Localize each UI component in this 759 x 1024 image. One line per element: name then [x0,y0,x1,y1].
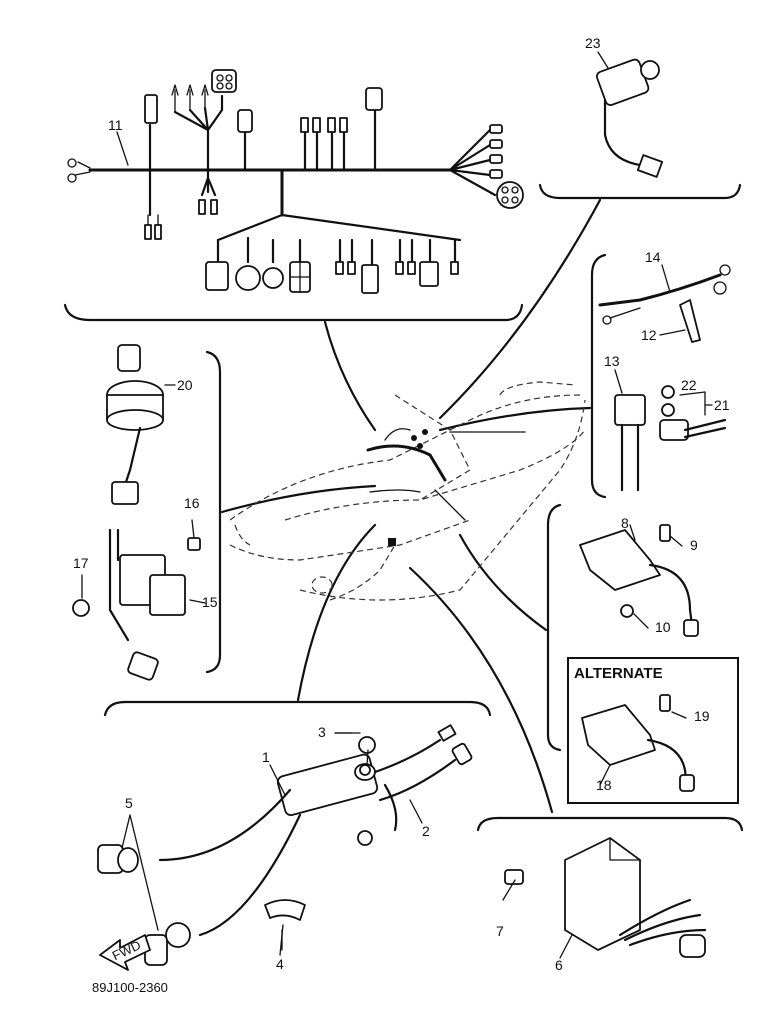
leader-lines [269,524,687,959]
callout-21: 21 [714,397,730,413]
callout-12: 12 [641,327,657,343]
callout-16: 16 [184,495,200,511]
main-switch [106,344,176,505]
callout-14: 14 [645,249,661,265]
lead-wire-and-clip [598,264,731,343]
callout-5: 5 [125,795,133,811]
callout-19: 19 [694,708,710,724]
callout-18: 18 [596,777,612,793]
callout-3: 3 [318,724,326,740]
callout-4: 4 [276,956,284,972]
handlebar-switch [596,51,664,178]
section-brackets [63,183,744,832]
drawing-code: 89J100-2360 [92,980,168,995]
frame-wiring-cluster [366,428,447,546]
alternate-label: ALTERNATE [574,665,663,682]
alternate-box [567,657,739,804]
callout-23: 23 [585,35,601,51]
forward-arrow [99,934,151,971]
callout-6: 6 [555,957,563,973]
callout-2: 2 [422,823,430,839]
callout-1: 1 [262,749,270,765]
callout-22: 22 [681,377,697,393]
callout-11: 11 [108,117,123,133]
rectifier-assembly [72,519,206,681]
callout-20: 20 [177,377,193,393]
pickup-coil [579,524,699,637]
callout-9: 9 [690,537,698,553]
callout-13: 13 [604,353,620,369]
main-wire-harness [67,69,524,294]
callout-labels: 1 2 3 4 5 6 7 8 9 10 11 12 13 14 15 16 1… [73,35,730,995]
frame-outline [229,381,586,601]
bulb-socket [659,385,727,441]
callout-7: 7 [496,923,504,939]
pointer-lines [220,198,602,814]
callout-15: 15 [202,594,218,610]
cdi-unit [502,837,707,958]
callout-10: 10 [655,619,671,635]
callout-17: 17 [73,555,89,571]
ignition-coil [97,724,473,966]
relay [614,369,646,492]
callout-8: 8 [621,515,629,531]
